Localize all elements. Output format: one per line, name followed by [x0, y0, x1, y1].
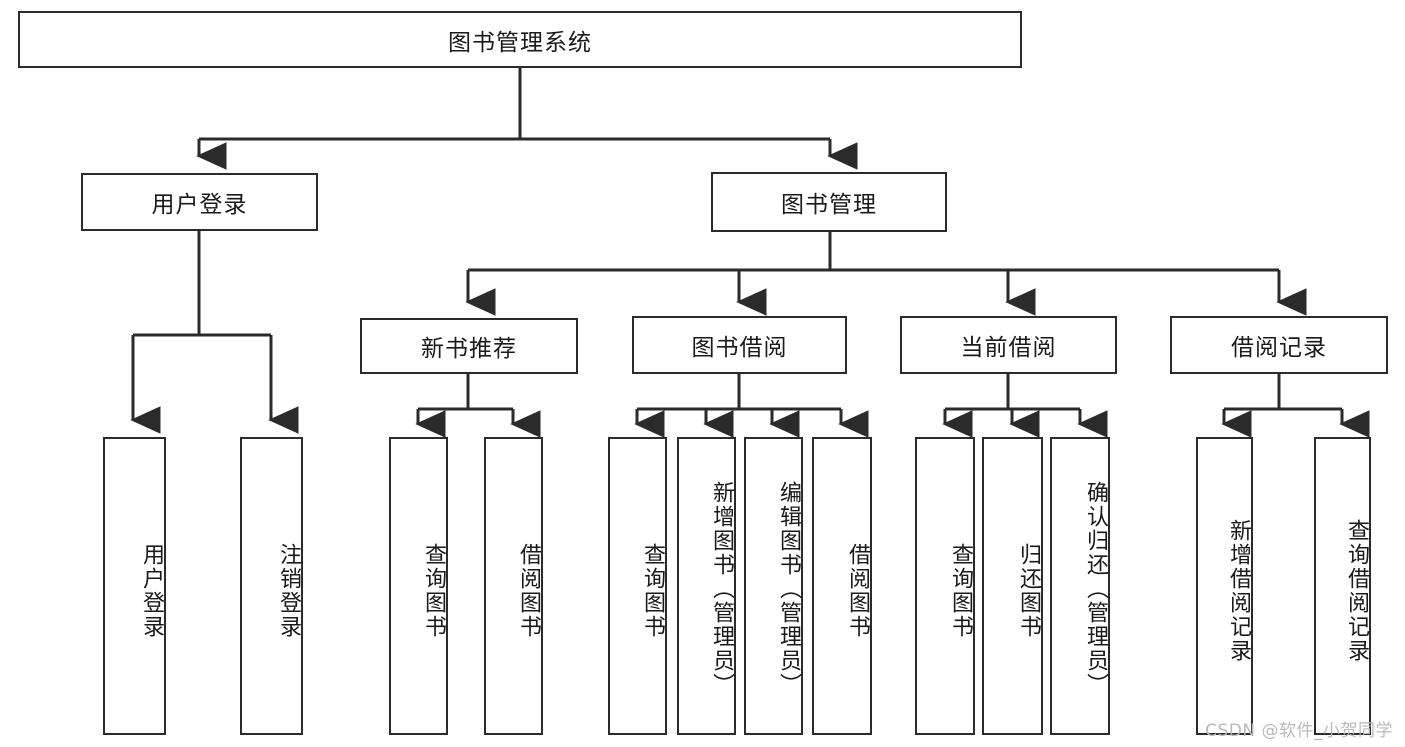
watermark-text: CSDN @软件_小贺同学: [1205, 721, 1393, 741]
node-book-borrow[interactable]: 图书借阅: [632, 316, 847, 374]
leaf-borrow-book-recommend[interactable]: 借阅图书: [484, 437, 543, 735]
leaf-logout-login[interactable]: 注销登录: [240, 437, 303, 735]
node-new-book-recommend[interactable]: 新书推荐: [360, 318, 578, 374]
leaf-add-book-admin[interactable]: 新增图书（管理员）: [677, 437, 736, 735]
leaf-query-book-recommend[interactable]: 查询图书: [389, 437, 448, 735]
leaf-query-book-current[interactable]: 查询图书: [915, 437, 975, 735]
node-book-manage[interactable]: 图书管理: [711, 172, 947, 232]
node-user-login[interactable]: 用户登录: [81, 173, 318, 231]
leaf-confirm-return-admin[interactable]: 确认归还（管理员）: [1050, 437, 1110, 735]
node-root[interactable]: 图书管理系统: [18, 11, 1022, 68]
leaf-borrow-book-borrow[interactable]: 借阅图书: [812, 437, 872, 735]
leaf-edit-book-admin[interactable]: 编辑图书（管理员）: [744, 437, 803, 735]
leaf-user-login[interactable]: 用户登录: [103, 437, 166, 735]
leaf-return-book[interactable]: 归还图书: [982, 437, 1043, 735]
leaf-add-borrow-record[interactable]: 新增借阅记录: [1196, 437, 1253, 735]
node-borrow-record[interactable]: 借阅记录: [1170, 316, 1388, 374]
node-current-borrow[interactable]: 当前借阅: [900, 316, 1117, 374]
leaf-query-borrow-record[interactable]: 查询借阅记录: [1314, 437, 1371, 735]
leaf-query-book-borrow[interactable]: 查询图书: [608, 437, 667, 735]
